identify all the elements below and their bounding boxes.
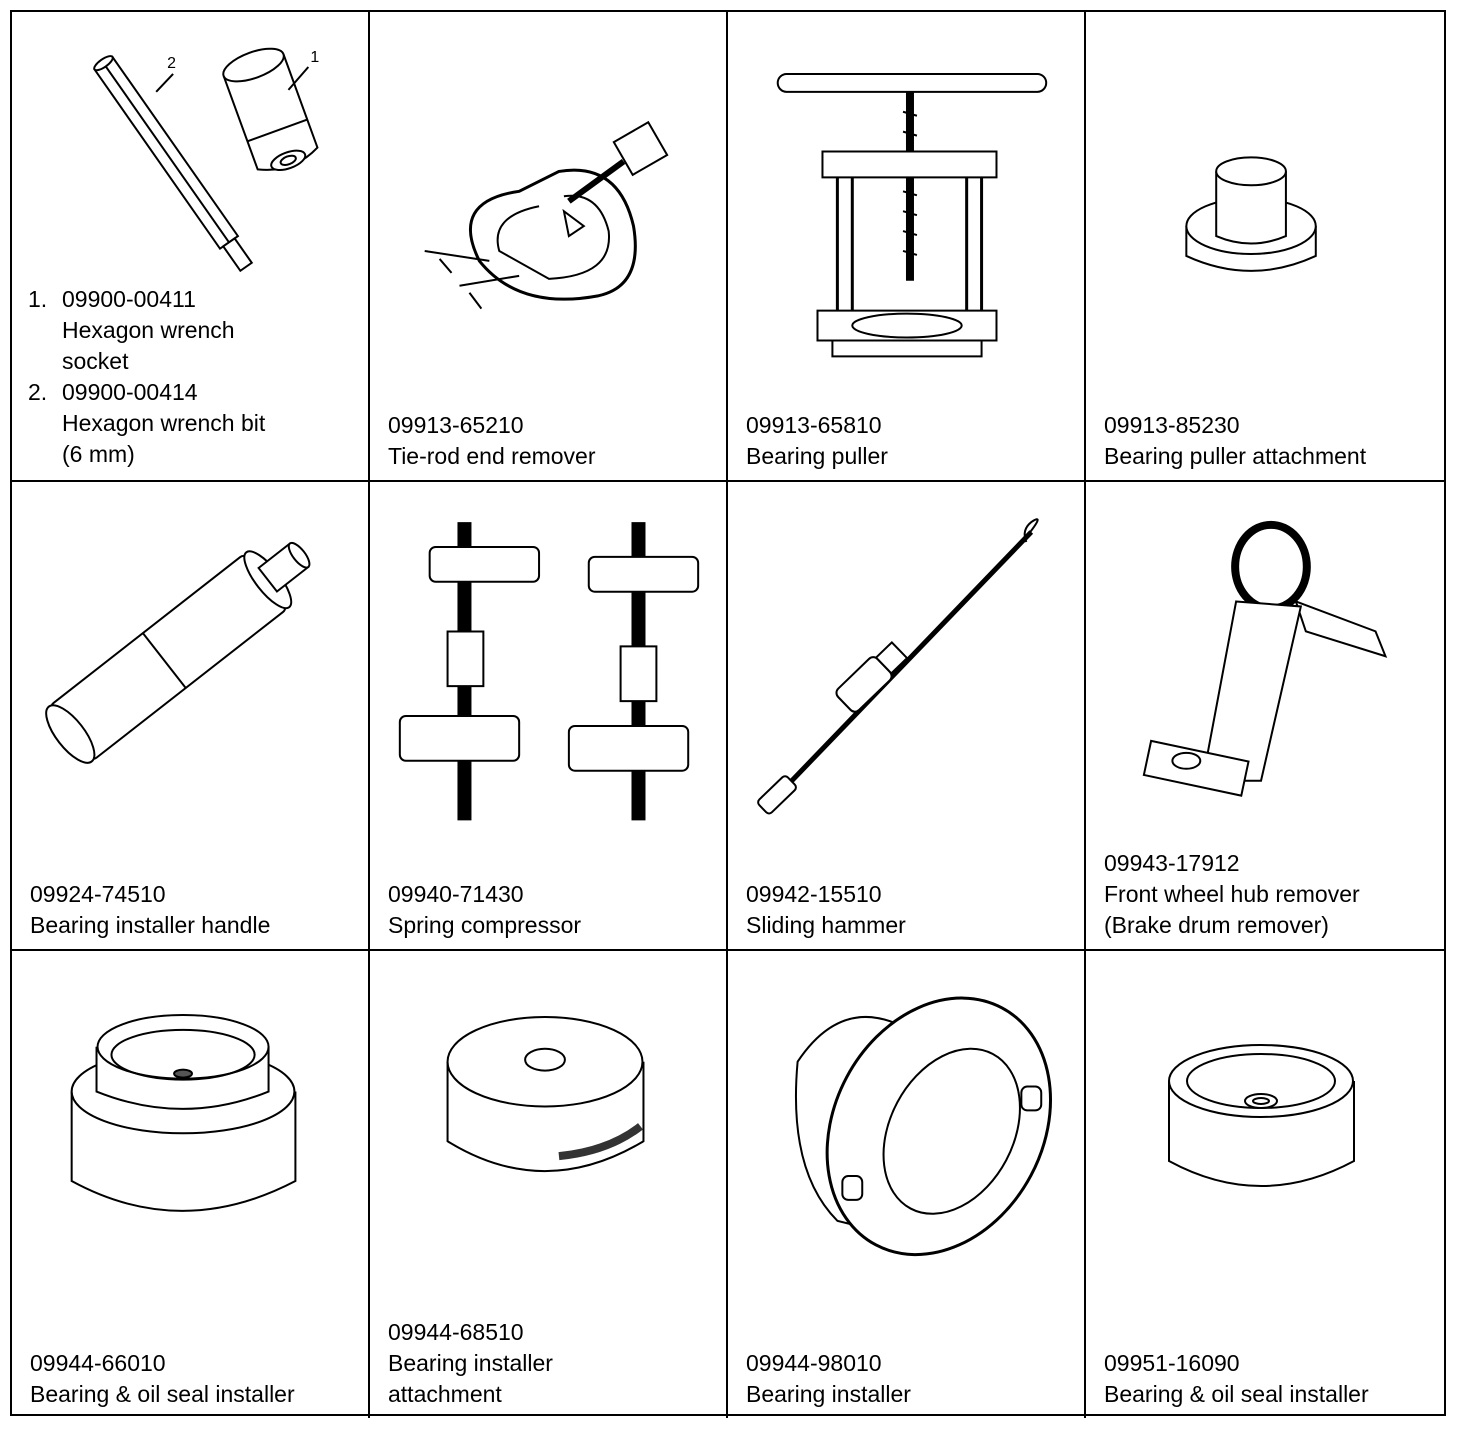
callout-2: 2 [167, 55, 176, 72]
part-number: 09940-71430 [388, 881, 524, 907]
tool-cell-bearing-installer-handle: 09924-74510 Bearing installer handle [12, 482, 370, 951]
tool-cell-spring-compressor: 09940-71430 Spring compressor [370, 482, 728, 951]
tool-caption: 09942-15510 Sliding hammer [746, 879, 1074, 941]
bearing-installer-handle-icon [12, 482, 368, 949]
tool-name: Bearing installer [388, 1350, 553, 1376]
front-wheel-hub-remover-icon [1086, 482, 1444, 949]
tool-name: Bearing & oil seal installer [30, 1381, 295, 1407]
spring-compressor-icon [370, 482, 726, 949]
tool-cell-hexagon-wrench: 1 2 1. 09900-00411 Hexagon wrench socket… [12, 12, 370, 482]
hexagon-wrench-icon: 1 2 [12, 12, 368, 480]
tool-cell-bearing-puller: 09913-65810 Bearing puller [728, 12, 1086, 482]
tool-name: Bearing installer handle [30, 912, 271, 938]
part-number: 09924-74510 [30, 881, 166, 907]
part-number: 09913-65210 [388, 412, 524, 438]
tool-caption: 09913-85230 Bearing puller attachment [1104, 410, 1434, 472]
bearing-installer-attachment-icon [370, 951, 726, 1418]
tool-caption: 09913-65810 Bearing puller [746, 410, 1074, 472]
tool-name: Hexagon wrench bit [62, 410, 266, 436]
tool-cell-bearing-installer-attachment: 09944-68510 Bearing installer attachment [370, 951, 728, 1418]
part-number: 09943-17912 [1104, 850, 1240, 876]
part-number: 09944-98010 [746, 1350, 882, 1376]
tool-caption: 09913-65210 Tie-rod end remover [388, 410, 716, 472]
tool-name: (Brake drum remover) [1104, 912, 1329, 938]
bearing-installer-icon [728, 951, 1084, 1418]
item-number: 2. [28, 379, 48, 405]
tool-cell-bearing-oil-seal-installer: 09944-66010 Bearing & oil seal installer [12, 951, 370, 1418]
tool-name: Front wheel hub remover [1104, 881, 1360, 907]
tool-caption: 09944-98010 Bearing installer [746, 1348, 1074, 1410]
tool-cell-front-wheel-hub-remover: 09943-17912 Front wheel hub remover (Bra… [1086, 482, 1444, 951]
tie-rod-end-remover-icon [370, 12, 726, 480]
tool-caption: 09924-74510 Bearing installer handle [30, 879, 358, 941]
tool-caption: 09944-68510 Bearing installer attachment [388, 1317, 716, 1410]
callout-1: 1 [310, 49, 319, 66]
tool-name: Spring compressor [388, 912, 582, 938]
part-number: 09951-16090 [1104, 1350, 1240, 1376]
tool-cell-bearing-oil-seal-installer-2: 09951-16090 Bearing & oil seal installer [1086, 951, 1444, 1418]
tool-name: (6 mm) [62, 441, 135, 467]
list-item: 1. 09900-00411 Hexagon wrench socket [28, 284, 265, 377]
tool-name: socket [62, 348, 129, 374]
tool-name: Bearing puller attachment [1104, 443, 1367, 469]
tool-cell-tie-rod-end-remover: 09913-65210 Tie-rod end remover [370, 12, 728, 482]
tool-cell-bearing-puller-attachment: 09913-85230 Bearing puller attachment [1086, 12, 1444, 482]
tool-name: attachment [388, 1381, 502, 1407]
tool-caption: 09944-66010 Bearing & oil seal installer [30, 1348, 358, 1410]
bearing-oil-seal-installer-small-icon [1086, 951, 1444, 1418]
tool-name: Tie-rod end remover [388, 443, 596, 469]
list-item: 2. 09900-00414 Hexagon wrench bit (6 mm) [28, 377, 265, 470]
part-number: 09900-00414 [62, 379, 198, 405]
tool-name: Sliding hammer [746, 912, 906, 938]
tool-caption: 09951-16090 Bearing & oil seal installer [1104, 1348, 1434, 1410]
bearing-puller-icon [728, 12, 1084, 480]
tool-caption: 09943-17912 Front wheel hub remover (Bra… [1104, 848, 1434, 941]
item-number: 1. [28, 286, 48, 312]
hexagon-wrench-list: 1. 09900-00411 Hexagon wrench socket 2. … [28, 284, 265, 470]
special-tools-table: 1 2 1. 09900-00411 Hexagon wrench socket… [10, 10, 1446, 1418]
part-number: 09913-65810 [746, 412, 882, 438]
tool-name: Bearing & oil seal installer [1104, 1381, 1369, 1407]
bearing-oil-seal-installer-icon [12, 951, 368, 1418]
part-number: 09944-68510 [388, 1319, 524, 1345]
tool-name: Bearing installer [746, 1381, 911, 1407]
part-number: 09900-00411 [62, 286, 196, 312]
part-number: 09944-66010 [30, 1350, 166, 1376]
tool-name: Bearing puller [746, 443, 888, 469]
tool-cell-sliding-hammer: 09942-15510 Sliding hammer [728, 482, 1086, 951]
part-number: 09942-15510 [746, 881, 882, 907]
bearing-puller-attachment-icon [1086, 12, 1444, 480]
tool-caption: 09940-71430 Spring compressor [388, 879, 716, 941]
tool-name: Hexagon wrench [62, 317, 235, 343]
sliding-hammer-icon [728, 482, 1084, 949]
tool-cell-bearing-installer: 09944-98010 Bearing installer [728, 951, 1086, 1418]
part-number: 09913-85230 [1104, 412, 1240, 438]
